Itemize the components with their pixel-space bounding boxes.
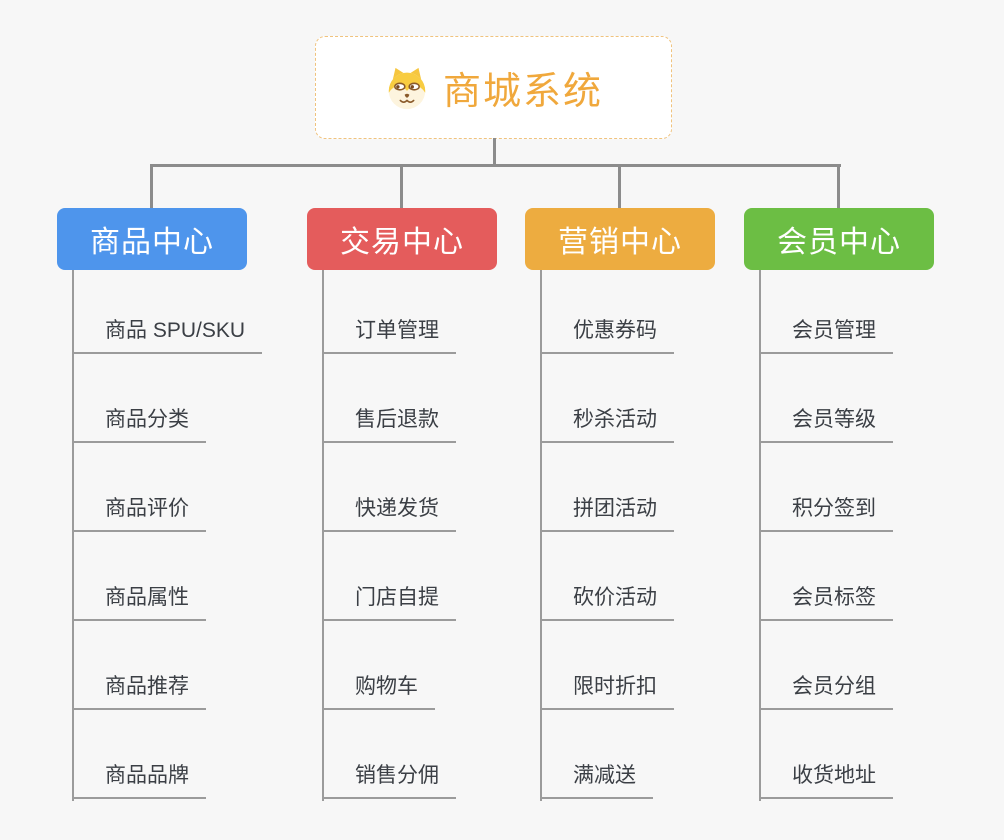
- connector-drop-products: [150, 164, 153, 209]
- leaf-label: 销售分佣: [322, 759, 456, 799]
- leaf-label: 砍价活动: [540, 581, 674, 621]
- leaf-label: 会员管理: [759, 314, 893, 354]
- leaf-label: 秒杀活动: [540, 403, 674, 443]
- root-node[interactable]: 商城系统: [315, 36, 672, 139]
- leaf-node[interactable]: 商品 SPU/SKU: [72, 270, 263, 354]
- leaf-node[interactable]: 商品分类: [72, 354, 262, 443]
- leaf-node[interactable]: 会员标签: [759, 532, 893, 621]
- branch-node-marketing[interactable]: 营销中心: [525, 208, 715, 270]
- connector-drop-trade: [400, 164, 403, 209]
- branch-spine: [322, 270, 324, 801]
- leaf-node[interactable]: 秒杀活动: [540, 354, 674, 443]
- leaf-node[interactable]: 购物车: [322, 621, 456, 710]
- leaf-label: 满减送: [540, 759, 653, 799]
- root-title: 商城系统: [442, 71, 603, 113]
- leaf-node[interactable]: 销售分佣: [322, 710, 456, 799]
- leaf-node[interactable]: 满减送: [540, 710, 674, 799]
- leaf-node[interactable]: 快递发货: [322, 443, 456, 532]
- branch-spine: [759, 270, 761, 801]
- leaf-node[interactable]: 会员分组: [759, 621, 893, 710]
- leaf-node[interactable]: 会员管理: [759, 270, 893, 354]
- leaf-label: 商品分类: [72, 403, 206, 443]
- leaf-node[interactable]: 售后退款: [322, 354, 456, 443]
- leaf-label: 拼团活动: [540, 492, 674, 532]
- leaf-node[interactable]: 订单管理: [322, 270, 456, 354]
- leaf-label: 收货地址: [759, 759, 893, 799]
- leaf-label: 门店自提: [322, 581, 456, 621]
- connector-drop-members: [837, 164, 840, 209]
- leaf-node[interactable]: 商品评价: [72, 443, 262, 532]
- connector-drop-marketing: [618, 164, 621, 209]
- leaf-node[interactable]: 积分签到: [759, 443, 893, 532]
- leaf-node[interactable]: 商品品牌: [72, 710, 262, 799]
- leaf-label: 商品品牌: [72, 759, 206, 799]
- leaf-label: 购物车: [322, 670, 435, 710]
- leaf-node[interactable]: 门店自提: [322, 532, 456, 621]
- branch-members: 会员中心 会员管理 会员等级 积分签到 会员标签 会员分组 收货地址: [744, 208, 934, 801]
- leaf-label: 会员分组: [759, 670, 893, 710]
- leaf-node[interactable]: 砍价活动: [540, 532, 674, 621]
- leaf-node[interactable]: 商品属性: [72, 532, 262, 621]
- leaf-label: 订单管理: [322, 314, 456, 354]
- leaf-node[interactable]: 限时折扣: [540, 621, 674, 710]
- leaf-label: 商品属性: [72, 581, 206, 621]
- leaf-label: 会员等级: [759, 403, 893, 443]
- dog-face-icon: [388, 67, 426, 109]
- leaf-label: 会员标签: [759, 581, 893, 621]
- connector-trunk: [150, 164, 841, 167]
- branch-node-trade[interactable]: 交易中心: [307, 208, 497, 270]
- leaf-label: 售后退款: [322, 403, 456, 443]
- leaf-label: 快递发货: [322, 492, 456, 532]
- leaf-label: 限时折扣: [540, 670, 674, 710]
- connector-root-drop: [493, 138, 496, 165]
- leaf-node[interactable]: 拼团活动: [540, 443, 674, 532]
- leaf-label: 积分签到: [759, 492, 893, 532]
- leaf-label: 商品 SPU/SKU: [72, 314, 263, 354]
- branch-trade: 交易中心 订单管理 售后退款 快递发货 门店自提 购物车 销售分佣: [307, 208, 497, 801]
- branch-spine: [72, 270, 74, 801]
- leaf-node[interactable]: 会员等级: [759, 354, 893, 443]
- leaf-label: 商品推荐: [72, 670, 206, 710]
- branch-node-products[interactable]: 商品中心: [57, 208, 247, 270]
- branch-products: 商品中心 商品 SPU/SKU 商品分类 商品评价 商品属性 商品推荐 商品品牌: [57, 208, 263, 801]
- leaf-node[interactable]: 商品推荐: [72, 621, 262, 710]
- leaf-label: 优惠券码: [540, 314, 674, 354]
- branch-spine: [540, 270, 542, 801]
- leaf-node[interactable]: 收货地址: [759, 710, 893, 799]
- branch-marketing: 营销中心 优惠券码 秒杀活动 拼团活动 砍价活动 限时折扣 满减送: [525, 208, 715, 801]
- branch-node-members[interactable]: 会员中心: [744, 208, 934, 270]
- leaf-node[interactable]: 优惠券码: [540, 270, 674, 354]
- leaf-label: 商品评价: [72, 492, 206, 532]
